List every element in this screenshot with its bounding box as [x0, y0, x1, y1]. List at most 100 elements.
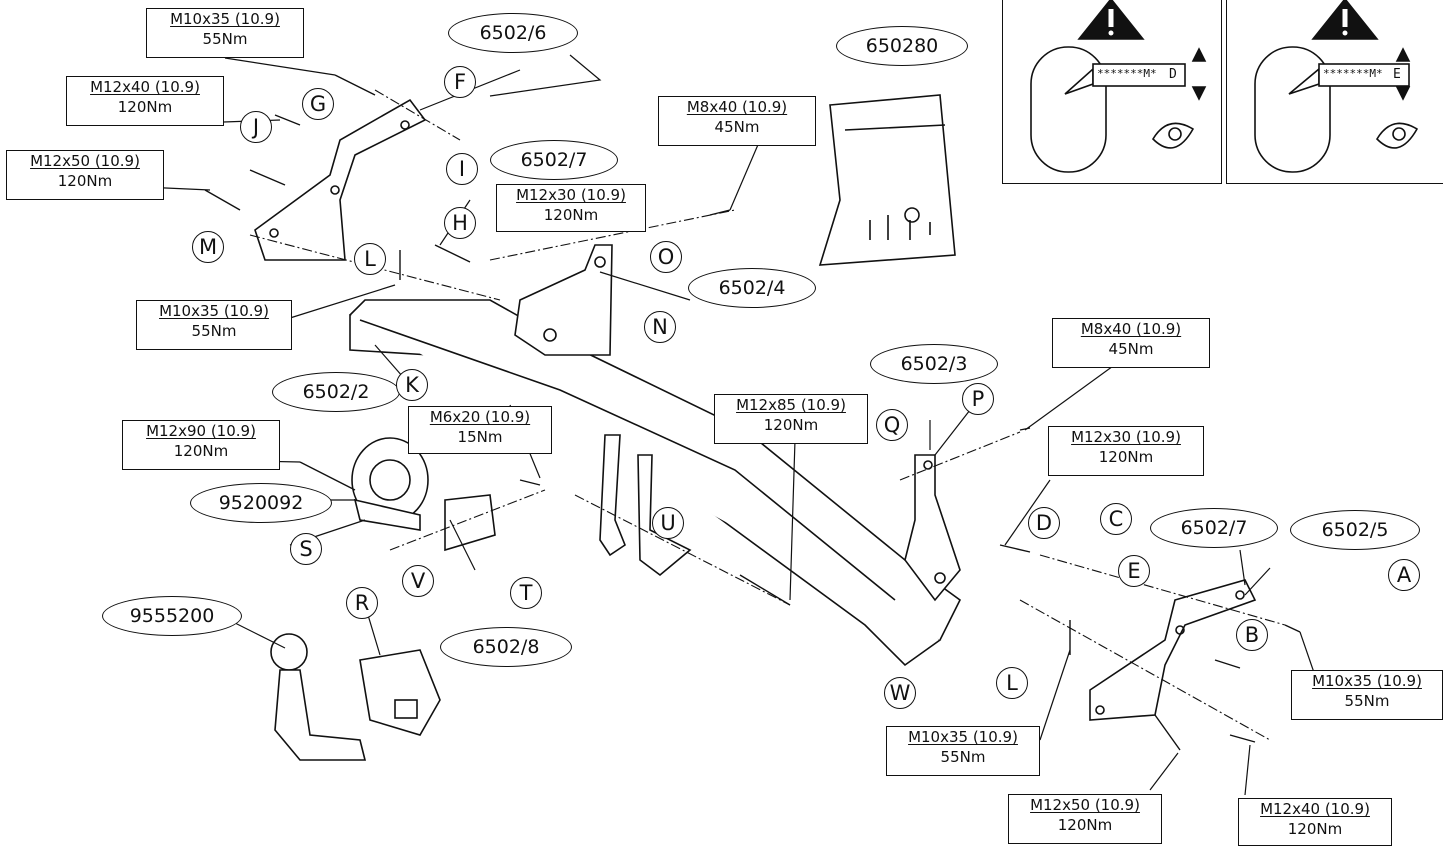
- spec-bolt-14: M12x50 (10.9): [1030, 796, 1140, 814]
- spec-torque-7: 45Nm: [1108, 340, 1154, 358]
- callout-t: T: [510, 577, 542, 609]
- crossbar-beam-top: [349, 299, 962, 641]
- callout-s: S: [290, 533, 322, 565]
- callout-c: C: [1100, 503, 1132, 535]
- tow-neck: [274, 669, 367, 761]
- spec-bolt-7: M8x40 (10.9): [1080, 320, 1182, 338]
- crossbar-ridge: [359, 319, 896, 601]
- part-label-650280: 650280: [836, 26, 968, 66]
- spec-bolt-6: M10x35 (10.9): [159, 302, 269, 320]
- fitting-kit-bag: [818, 94, 956, 266]
- part-label-9520092: 9520092: [190, 483, 332, 523]
- warning-code-d: *******M*: [1097, 67, 1157, 80]
- spec-bolt-3: M12x50 (10.9): [30, 152, 140, 170]
- callout-d: D: [1028, 507, 1060, 539]
- spec-torque-9: 15Nm: [457, 428, 503, 446]
- callout-g: G: [302, 88, 334, 120]
- spec-bolt-5: M8x40 (10.9): [686, 98, 788, 116]
- spec-bolt-1: M10x35 (10.9): [170, 10, 280, 28]
- spec-bolt-4: M12x30 (10.9): [516, 186, 626, 204]
- spec-torque-14: 120Nm: [1057, 816, 1113, 834]
- spec-torque-6: 55Nm: [191, 322, 237, 340]
- right-bracket: [1089, 579, 1257, 721]
- socket-bracket: [444, 494, 496, 552]
- part-label-6502-3: 6502/3: [870, 344, 998, 384]
- warning-box-d: *******M* D: [1002, 0, 1222, 184]
- spec-box-11: M12x30 (10.9) 120Nm: [1048, 426, 1204, 476]
- spec-box-5: M8x40 (10.9) 45Nm: [658, 96, 816, 146]
- spec-torque-10: 120Nm: [763, 416, 819, 434]
- part-label-6502-6: 6502/6: [448, 13, 578, 53]
- callout-h: H: [444, 207, 476, 239]
- spec-box-6: M10x35 (10.9) 55Nm: [136, 300, 292, 350]
- part-label-6502-5: 6502/5: [1290, 510, 1420, 550]
- callout-r: R: [346, 587, 378, 619]
- callout-b: B: [1236, 619, 1268, 651]
- spec-torque-4: 120Nm: [543, 206, 599, 224]
- callout-w: W: [884, 677, 916, 709]
- left-bracket: [254, 98, 427, 261]
- spec-box-13: M10x35 (10.9)55Nm: [886, 726, 1040, 776]
- warning-code-e: *******M*: [1323, 67, 1383, 80]
- warning-letter-e: E: [1393, 67, 1401, 82]
- callout-l-right: L: [996, 667, 1028, 699]
- callout-j: J: [240, 111, 272, 143]
- spec-box-7: M8x40 (10.9) 45Nm: [1052, 318, 1210, 368]
- spec-bolt-10: M12x85 (10.9): [736, 396, 846, 414]
- bolts: [204, 74, 1301, 751]
- warning-box-e: *******M* E: [1226, 0, 1443, 184]
- warning-letter-d: D: [1169, 67, 1177, 82]
- spec-torque-11: 120Nm: [1098, 448, 1154, 466]
- callout-p: P: [962, 383, 994, 415]
- spec-bolt-2: M12x40 (10.9): [90, 78, 200, 96]
- callout-q: Q: [876, 409, 908, 441]
- spec-box-10: M12x85 (10.9) 120Nm: [714, 394, 868, 444]
- spec-box-9: M6x20 (10.9) 15Nm: [408, 406, 552, 454]
- spec-torque-3: 120Nm: [57, 172, 113, 190]
- eye-icon: [1151, 122, 1195, 149]
- spec-torque-5: 45Nm: [714, 118, 760, 136]
- spec-torque-8: 120Nm: [173, 442, 229, 460]
- part-label-6502-4: 6502/4: [688, 268, 816, 308]
- callout-m: M: [192, 231, 224, 263]
- spec-torque-2: 120Nm: [117, 98, 173, 116]
- part-label-6502-7-left: 6502/7: [490, 140, 618, 180]
- callout-f: F: [444, 66, 476, 98]
- eye-icon: [1375, 122, 1419, 149]
- spec-bolt-13: M10x35 (10.9): [908, 728, 1018, 746]
- callout-e: E: [1118, 555, 1150, 587]
- callout-n: N: [644, 311, 676, 343]
- part-label-6502-7-right: 6502/7: [1150, 508, 1278, 548]
- spec-bolt-8: M12x90 (10.9): [146, 422, 256, 440]
- spec-box-4: M12x30 (10.9) 120Nm: [496, 184, 646, 232]
- callout-k: K: [396, 369, 428, 401]
- hanging-plate-left: [599, 434, 626, 557]
- part-label-9555200: 9555200: [102, 596, 242, 636]
- spec-torque-12: 55Nm: [1344, 692, 1390, 710]
- callout-l-left: L: [354, 243, 386, 275]
- callout-i: I: [446, 153, 478, 185]
- spec-box-2: M12x40 (10.9) 120Nm: [66, 76, 224, 126]
- callout-a: A: [1388, 559, 1420, 591]
- part-label-6502-2: 6502/2: [272, 372, 400, 412]
- spec-box-12: M10x35 (10.9) 55Nm: [1291, 670, 1443, 720]
- spec-torque-15: 120Nm: [1287, 820, 1343, 838]
- tow-ball: [270, 633, 308, 671]
- callout-u: U: [652, 507, 684, 539]
- spec-bolt-9: M6x20 (10.9): [429, 408, 531, 426]
- spec-torque-1: 55Nm: [202, 30, 248, 48]
- hanging-plate-right: [637, 454, 692, 577]
- spec-box-1: M10x35 (10.9) 55Nm: [146, 8, 304, 58]
- spec-bolt-15: M12x40 (10.9): [1260, 800, 1370, 818]
- spec-box-3: M12x50 (10.9) 120Nm: [6, 150, 164, 200]
- spec-bolt-11: M12x30 (10.9): [1071, 428, 1181, 446]
- spec-box-15: M12x40 (10.9) 120Nm: [1238, 798, 1392, 846]
- callout-v: V: [402, 565, 434, 597]
- spec-box-14: M12x50 (10.9) 120Nm: [1008, 794, 1162, 844]
- callout-o: O: [650, 241, 682, 273]
- tow-lock-housing: [359, 649, 441, 736]
- part-label-6502-8: 6502/8: [440, 627, 572, 667]
- spec-bolt-12: M10x35 (10.9): [1312, 672, 1422, 690]
